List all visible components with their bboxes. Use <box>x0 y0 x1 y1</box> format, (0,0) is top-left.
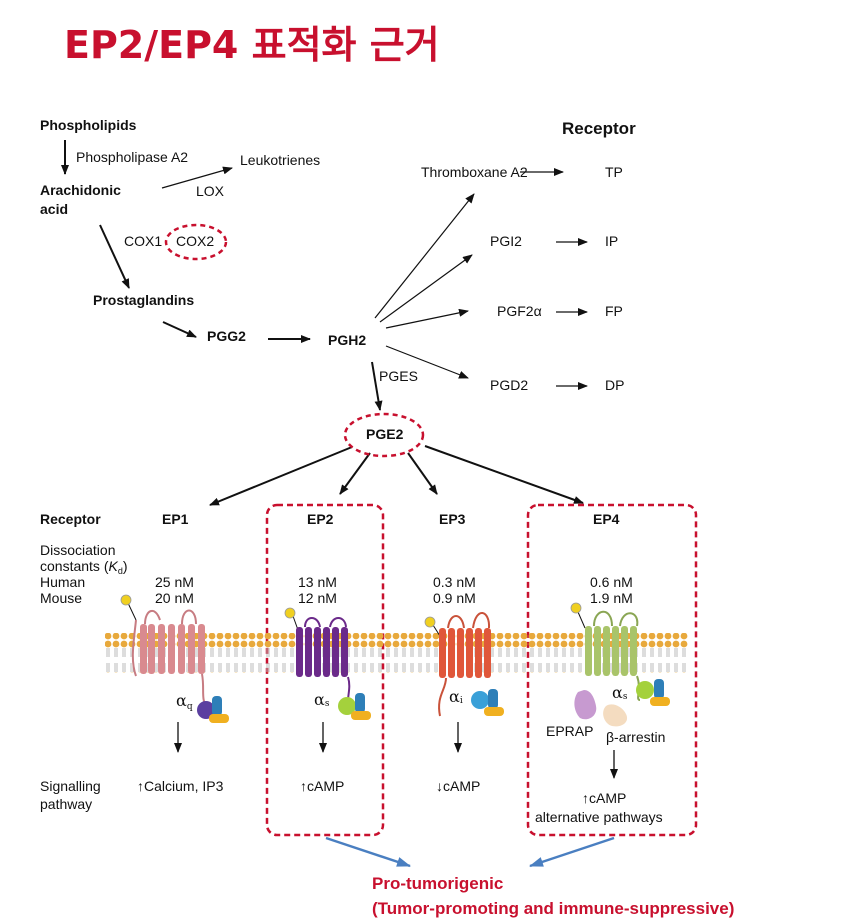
label-lox: LOX <box>196 183 225 199</box>
outcome-line-2: (Tumor-promoting and immune-suppressive) <box>372 899 734 918</box>
receptor-ep1-protein <box>120 594 229 723</box>
receptor-column-ep4: EP4 0.6 nM 1.9 nM αs EPRAP β-arrestin ↑c… <box>535 511 665 825</box>
g-protein-label: αi <box>449 687 463 706</box>
kd-mouse: 12 nM <box>298 590 337 606</box>
g-protein-label: αs <box>314 690 330 709</box>
receptor-column-ep2: EP2 13 nM 12 nM αs ↑cAMP <box>298 511 344 794</box>
label-signalling-2: pathway <box>40 796 92 812</box>
product-receptor: FP <box>605 303 623 319</box>
receptor-column-ep3: EP3 0.3 nM 0.9 nM αi ↓cAMP <box>433 511 480 794</box>
signal-text: ↑cAMP <box>582 790 626 806</box>
kd-mouse: 20 nM <box>155 590 194 606</box>
outcome-line-1: Pro-tumorigenic <box>372 874 503 893</box>
label-prostaglandins: Prostaglandins <box>93 292 194 308</box>
kd-mouse: 0.9 nM <box>433 590 476 606</box>
label-receptor-row: Receptor <box>40 511 101 527</box>
g-protein-label: αs <box>612 683 628 702</box>
arrestin-label: β-arrestin <box>606 729 665 745</box>
ep4-highlight-box <box>526 503 698 837</box>
outcome-arrows <box>325 836 615 868</box>
signal-text: ↓cAMP <box>436 778 480 794</box>
product-name: Thromboxane A2 <box>421 164 528 180</box>
receptor-column-ep1: EP1 25 nM 20 nM αq ↑Calcium, IP3 <box>137 511 224 794</box>
kd-human: 0.6 nM <box>590 574 633 590</box>
receptor-ep4-protein <box>570 602 670 727</box>
label-cox2: COX2 <box>176 233 214 249</box>
receptor-name: EP4 <box>593 511 620 527</box>
pathway-arrows <box>61 140 588 506</box>
label-arachidonic-1: Arachidonic <box>40 182 121 198</box>
eprap-label: EPRAP <box>546 723 593 739</box>
label-dissociation-1: Dissociation <box>40 542 115 558</box>
signal-text: ↑cAMP <box>300 778 344 794</box>
receptor-name: EP1 <box>162 511 189 527</box>
cox2-highlight <box>164 223 228 261</box>
label-pges: PGES <box>379 368 418 384</box>
label-cox1: COX1 <box>124 233 162 249</box>
label-phospholipase: Phospholipase A2 <box>76 149 188 165</box>
product-name: PGD2 <box>490 377 528 393</box>
page-title: EP2/EP4 표적화 근거 <box>64 23 440 67</box>
kd-mouse: 1.9 nM <box>590 590 633 606</box>
product-name: PGI2 <box>490 233 522 249</box>
product-receptor: DP <box>605 377 624 393</box>
label-dissociation-2: constants (Kd) <box>40 558 128 576</box>
signal-text-secondary: alternative pathways <box>535 809 663 825</box>
kd-human: 0.3 nM <box>433 574 476 590</box>
g-protein-label: αq <box>176 691 193 712</box>
product-name: PGF2α <box>497 303 542 319</box>
label-human: Human <box>40 574 85 590</box>
label-pgg2: PGG2 <box>207 328 246 344</box>
receptor-name: EP3 <box>439 511 466 527</box>
label-pge2: PGE2 <box>366 426 404 442</box>
signal-arrows <box>174 722 618 779</box>
kd-human: 13 nM <box>298 574 337 590</box>
label-receptor-header: Receptor <box>562 119 636 138</box>
product-receptor: IP <box>605 233 618 249</box>
receptor-ep2-protein <box>284 607 371 720</box>
label-mouse: Mouse <box>40 590 82 606</box>
label-leukotrienes: Leukotrienes <box>240 152 320 168</box>
signal-text: ↑Calcium, IP3 <box>137 778 224 794</box>
label-signalling-1: Signalling <box>40 778 101 794</box>
label-phospholipids: Phospholipids <box>40 117 137 133</box>
receptor-name: EP2 <box>307 511 334 527</box>
product-receptor: TP <box>605 164 623 180</box>
receptor-ep3-protein <box>424 612 504 717</box>
label-arachidonic-2: acid <box>40 201 68 217</box>
label-pgh2: PGH2 <box>328 332 366 348</box>
pge2-highlight <box>343 412 425 458</box>
kd-human: 25 nM <box>155 574 194 590</box>
